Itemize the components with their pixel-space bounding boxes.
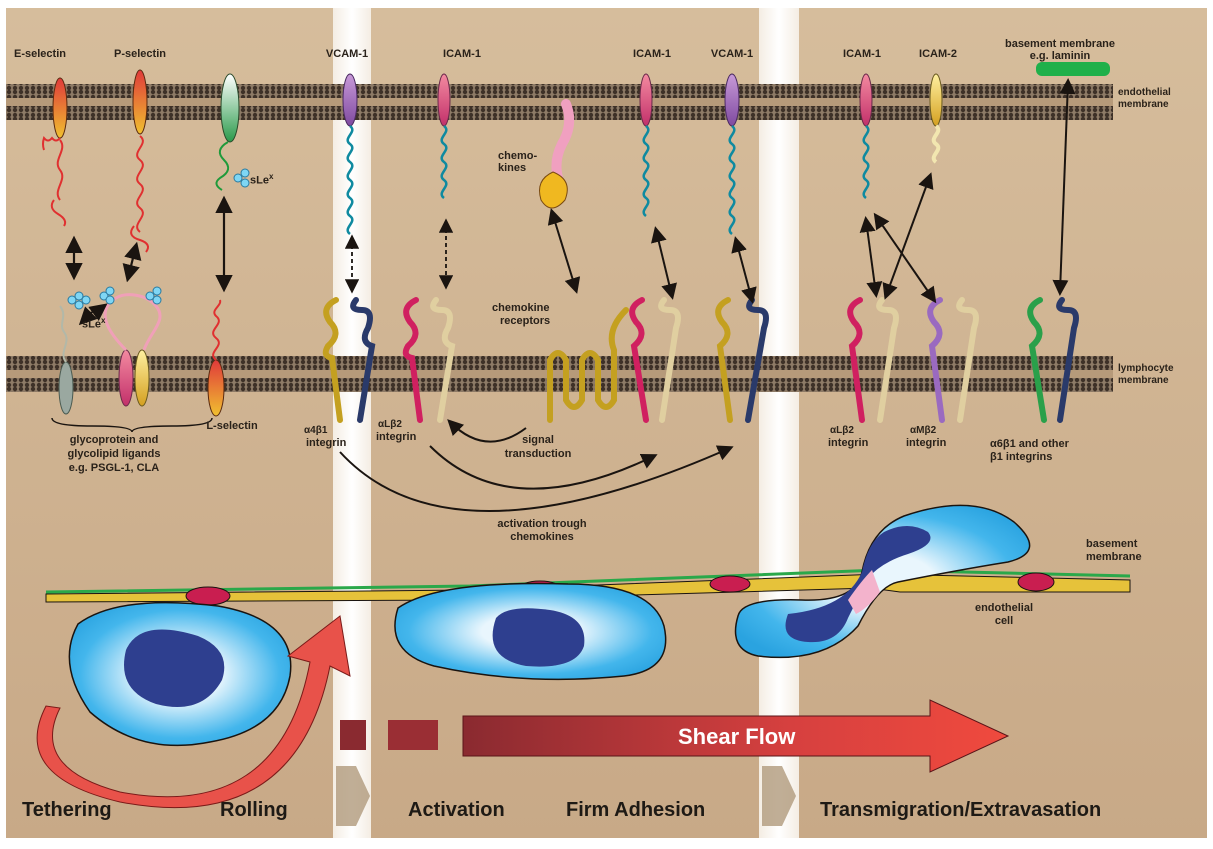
chemokines-label-2: kines [498, 162, 526, 175]
activation-trough-label-1: activation trough [497, 518, 586, 531]
icam1-c-label: ICAM-1 [843, 48, 881, 61]
signal-label-2: transduction [505, 448, 572, 461]
chemokine-receptors-label-1: chemokine [492, 302, 549, 315]
slex-bottom-label: sLex [82, 314, 105, 332]
glyco-label-3: e.g. PSGL-1, CLA [69, 462, 159, 475]
a6b1-label-1: α6β1 and other [990, 438, 1069, 451]
amb2-label-1: αMβ2 [910, 424, 936, 437]
vcam1-a-label: VCAM-1 [326, 48, 368, 61]
a4b1-integrin-label-2: integrin [306, 437, 346, 450]
alb2-right-label-2: integrin [828, 437, 868, 450]
stage-transmigration: Transmigration/Extravasation [820, 799, 1101, 822]
icam2-label: ICAM-2 [919, 48, 957, 61]
lymphocyte-membrane [6, 356, 1113, 392]
stage-firm-adhesion: Firm Adhesion [566, 799, 705, 822]
icam1-b-label: ICAM-1 [633, 48, 671, 61]
panel-gap-2 [759, 8, 799, 838]
chemokine-receptors-label-2: receptors [500, 315, 550, 328]
basement-bottom-label-1: basement [1086, 538, 1137, 551]
stage-activation: Activation [408, 799, 505, 822]
a6b1-label-2: β1 integrins [990, 451, 1052, 464]
endo-cell-label-1: endothelial [975, 602, 1033, 615]
panel-transmigration [799, 8, 1207, 838]
e-selectin-label: E-selectin [14, 48, 66, 61]
lymphocyte-activation [395, 584, 666, 680]
alb2-integrin-label-2: integrin [376, 431, 416, 444]
stage-tethering: Tethering [22, 799, 112, 822]
basement-membrane-top-label-2: e.g. laminin [1030, 50, 1091, 63]
lymphocyte-membrane-label-2: membrane [1118, 374, 1169, 387]
a4b1-integrin-label-1: α4β1 [304, 424, 327, 437]
endothelial-membrane [6, 84, 1113, 120]
glyco-label-1: glycoprotein and [70, 434, 159, 447]
vcam1-b-label: VCAM-1 [711, 48, 753, 61]
p-selectin-label: P-selectin [114, 48, 166, 61]
glyco-label-2: glycolipid ligands [68, 448, 161, 461]
l-selectin-label: L-selectin [206, 420, 257, 433]
shear-flow-label: Shear Flow [678, 724, 795, 750]
stage-rolling: Rolling [220, 799, 288, 822]
icam1-a-label: ICAM-1 [443, 48, 481, 61]
basement-bottom-label-2: membrane [1086, 551, 1142, 564]
endo-cell-label-2: cell [995, 615, 1013, 628]
slex-top-label: sLex [250, 170, 273, 188]
activation-trough-label-2: chemokines [510, 531, 574, 544]
signal-label-1: signal [522, 434, 554, 447]
amb2-label-2: integrin [906, 437, 946, 450]
alb2-integrin-label-1: αLβ2 [378, 418, 402, 431]
alb2-right-label-1: αLβ2 [830, 424, 854, 437]
endothelial-membrane-label-2: membrane [1118, 98, 1169, 111]
